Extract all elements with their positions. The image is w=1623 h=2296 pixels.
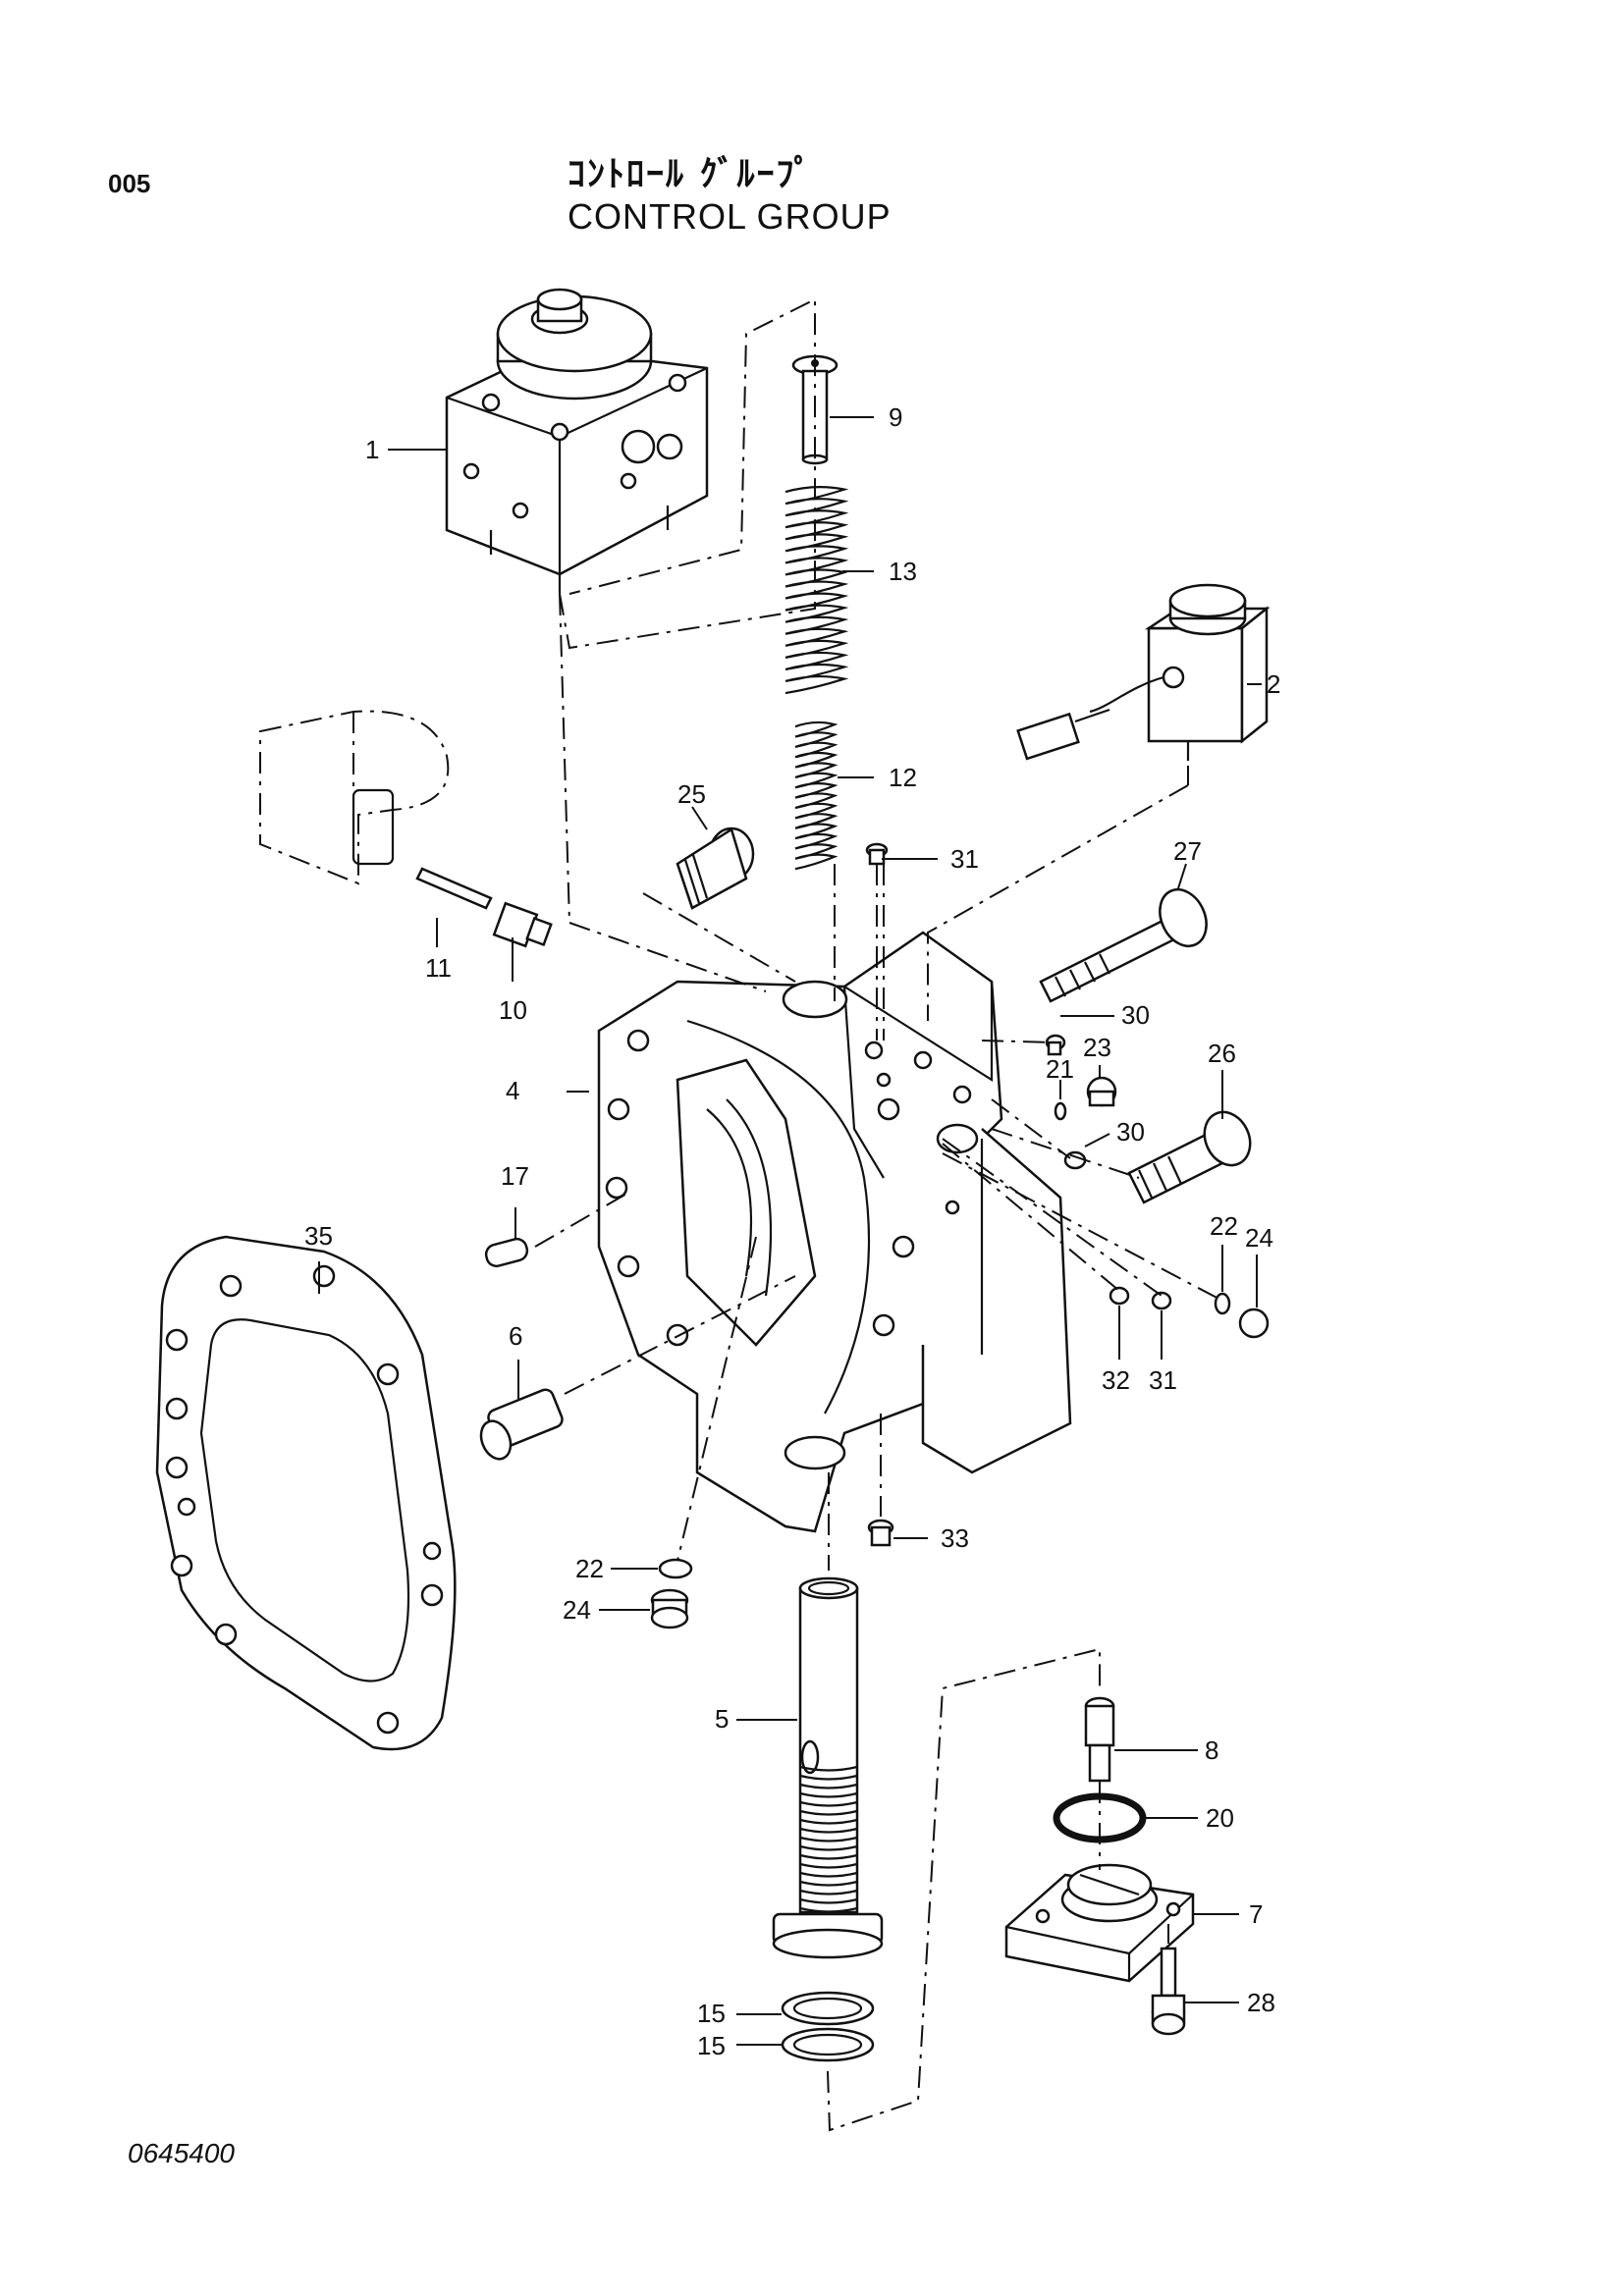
leader-lines bbox=[318, 416, 1262, 2046]
callout-28: 28 bbox=[1247, 1988, 1275, 2017]
callout-24-left: 24 bbox=[563, 1595, 591, 1625]
title-english: CONTROL GROUP bbox=[568, 196, 892, 237]
callout-12: 12 bbox=[889, 763, 917, 792]
callout-27: 27 bbox=[1173, 836, 1202, 866]
part-12-inner-spring[interactable] bbox=[794, 721, 839, 871]
callout-2: 2 bbox=[1267, 669, 1280, 699]
part-13-outer-spring[interactable] bbox=[784, 486, 849, 695]
part-27-long-bolt[interactable] bbox=[1039, 882, 1216, 1003]
title-japanese: ｺﾝﾄﾛｰﾙ ｸﾞﾙｰﾌﾟ bbox=[568, 154, 814, 194]
callout-30-lower: 30 bbox=[1116, 1117, 1145, 1147]
part-7-cover[interactable] bbox=[1004, 1863, 1195, 1983]
callout-5: 5 bbox=[715, 1704, 729, 1734]
callout-15-upper: 15 bbox=[697, 1999, 726, 2028]
callout-22-left: 22 bbox=[575, 1554, 604, 1583]
part-21-oring-small[interactable] bbox=[1054, 1101, 1067, 1121]
part-6-piston[interactable] bbox=[476, 1387, 565, 1463]
part-15-ring-upper[interactable] bbox=[781, 1991, 875, 2026]
drawing-number: 0645400 bbox=[128, 2138, 236, 2168]
callout-1: 1 bbox=[365, 435, 379, 464]
part-33-plug[interactable] bbox=[867, 1519, 894, 1547]
callout-11: 11 bbox=[425, 953, 452, 983]
callout-7: 7 bbox=[1249, 1899, 1263, 1929]
callout-labels: 1 2 4 5 6 7 8 9 10 11 12 13 15 15 17 20 … bbox=[304, 402, 1280, 2060]
part-8-plug[interactable] bbox=[1084, 1696, 1115, 1783]
part-26-bolt[interactable] bbox=[1127, 1104, 1259, 1204]
callout-9: 9 bbox=[889, 402, 902, 432]
part-23-plug[interactable] bbox=[1086, 1076, 1117, 1107]
part-24-plug-left[interactable] bbox=[650, 1588, 689, 1629]
callout-6: 6 bbox=[509, 1321, 522, 1351]
part-31-plug-right[interactable] bbox=[1151, 1291, 1172, 1310]
callout-17: 17 bbox=[501, 1161, 529, 1191]
callout-4: 4 bbox=[506, 1076, 519, 1105]
part-32-plug[interactable] bbox=[1109, 1286, 1130, 1306]
part-17-pin[interactable] bbox=[484, 1237, 529, 1268]
part-regulator-dashed bbox=[259, 710, 450, 885]
callout-20: 20 bbox=[1206, 1803, 1234, 1833]
part-2-solenoid-valve[interactable] bbox=[1016, 583, 1271, 761]
callout-33: 33 bbox=[941, 1523, 969, 1553]
part-24-plug-right[interactable] bbox=[1238, 1308, 1270, 1339]
callout-35: 35 bbox=[304, 1221, 333, 1251]
part-5-sleeve[interactable] bbox=[772, 1576, 884, 1959]
callout-24-right: 24 bbox=[1245, 1223, 1273, 1253]
callout-32: 32 bbox=[1102, 1365, 1130, 1395]
callout-31-right: 31 bbox=[1149, 1365, 1177, 1395]
callout-15-lower: 15 bbox=[697, 2031, 726, 2060]
callout-13: 13 bbox=[889, 557, 917, 586]
callout-26: 26 bbox=[1208, 1039, 1236, 1068]
part-10-fitting[interactable] bbox=[492, 901, 553, 948]
part-11-pin[interactable] bbox=[415, 867, 493, 910]
callout-8: 8 bbox=[1205, 1735, 1218, 1765]
callout-31-top: 31 bbox=[950, 844, 979, 874]
part-22-oring-right[interactable] bbox=[1214, 1292, 1231, 1315]
assembly-lines bbox=[534, 297, 1223, 2132]
part-35-gasket[interactable] bbox=[155, 1235, 457, 1751]
callout-10: 10 bbox=[499, 995, 527, 1025]
part-22-oring-left[interactable] bbox=[658, 1558, 693, 1579]
part-25-bolt[interactable] bbox=[676, 827, 755, 910]
part-30-plug-lower[interactable] bbox=[1063, 1150, 1087, 1170]
page-number: 005 bbox=[108, 169, 151, 198]
part-15-ring-lower[interactable] bbox=[781, 2027, 875, 2062]
part-4-housing[interactable] bbox=[597, 931, 1072, 1533]
callout-23: 23 bbox=[1083, 1033, 1111, 1062]
callout-30-upper: 30 bbox=[1121, 1000, 1150, 1030]
callout-22-right: 22 bbox=[1210, 1211, 1238, 1241]
part-28-bolt[interactable] bbox=[1151, 1947, 1186, 2036]
part-30-plug-upper[interactable] bbox=[1045, 1034, 1066, 1056]
part-1-valve-block[interactable] bbox=[445, 288, 709, 594]
callout-21: 21 bbox=[1046, 1054, 1074, 1084]
callout-25: 25 bbox=[677, 779, 706, 809]
part-31-plug-top[interactable] bbox=[865, 842, 889, 866]
